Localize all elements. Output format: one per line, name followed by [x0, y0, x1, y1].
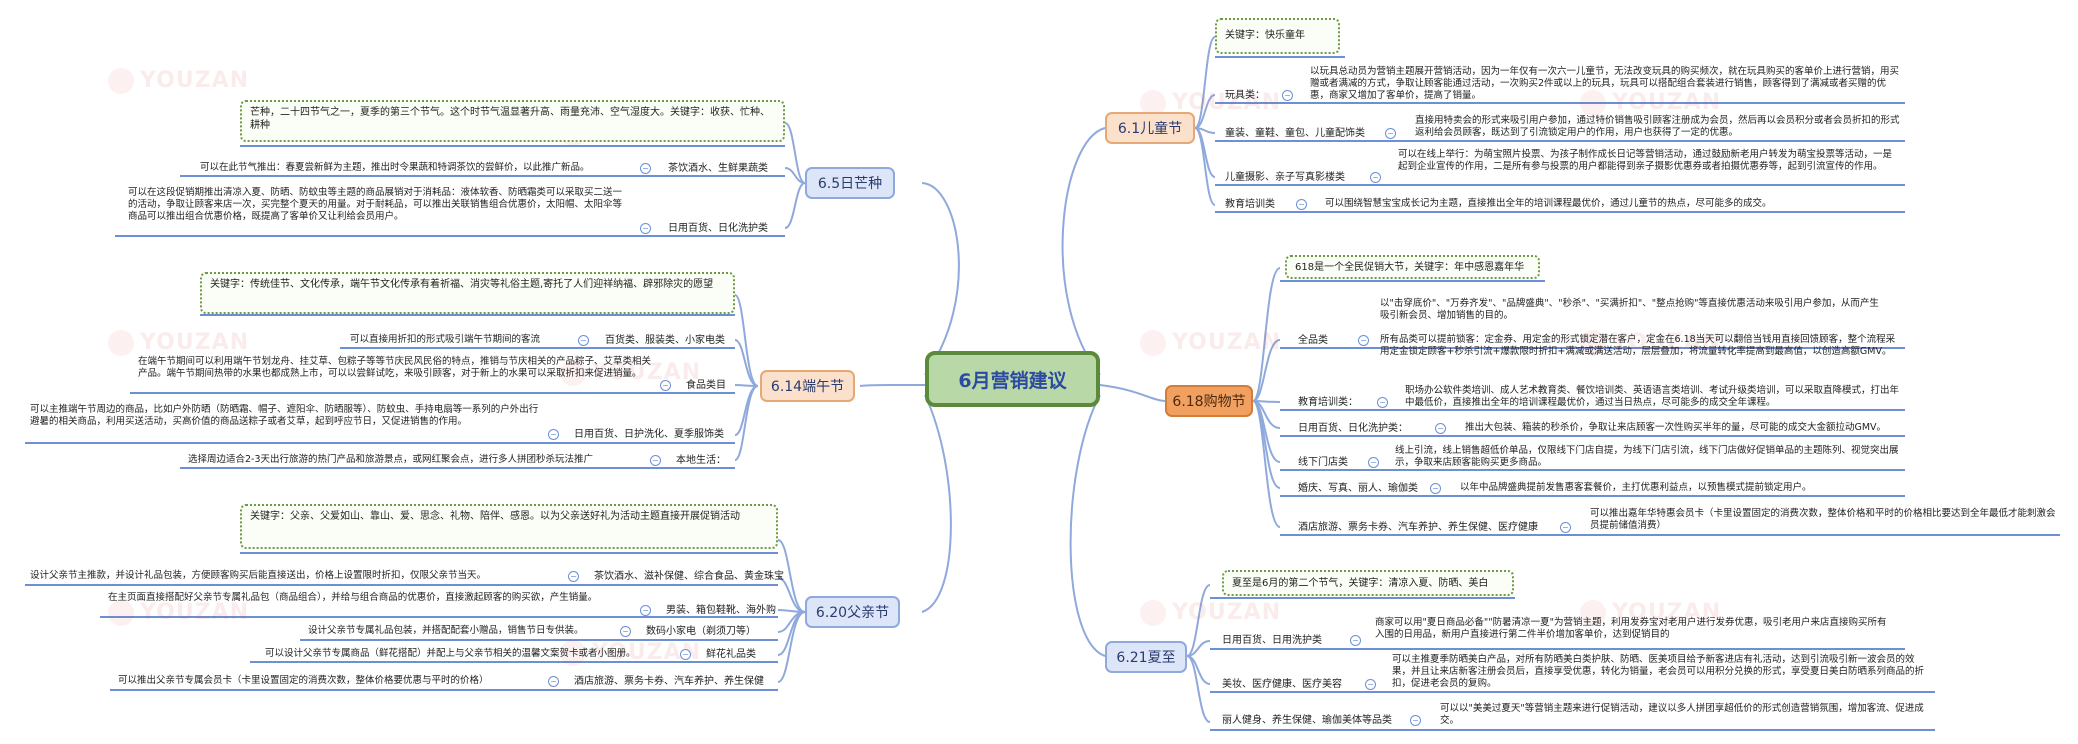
branch-text: 推出大包装、箱装的秒杀价，争取让来店顾客一次性购买半年的量，尽可能的成交大金额拉…: [1465, 422, 1887, 433]
branch-text: 可以推出父亲节专属会员卡（卡里设置固定的消费次数，整体价格要优惠与平时的价格）: [118, 675, 489, 686]
keyword-box: 夏至是6月的第二个节气，关键字：清凉入夏、防晒、美白: [1222, 570, 1514, 596]
collapse-icon[interactable]: −: [680, 649, 691, 660]
branch-label: 全品类: [1298, 335, 1328, 346]
branch-label: 男装、箱包鞋靴、海外购: [666, 605, 776, 616]
topic-grain-in-ear[interactable]: 6.5日芒种: [805, 167, 895, 199]
branch-label: 教育培训类：: [1298, 397, 1358, 408]
branch-label: 日用百货、日化洗护类: [668, 223, 768, 234]
collapse-icon[interactable]: −: [1377, 397, 1388, 408]
collapse-icon[interactable]: −: [1350, 635, 1361, 646]
branch-text: 以玩具总动员为营销主题展开营销活动，因为一年仅有一次六一儿童节，无法改变玩具的购…: [1310, 66, 1900, 101]
topic-fathers-day[interactable]: 6.20父亲节: [805, 596, 900, 628]
branch-label: 丽人健身、养生保健、瑜伽美体等品类: [1222, 715, 1392, 726]
branch-text: 商家可以用"夏日商品必备""防暑清凉一夏"为营销主题，利用发券宝对老用户进行发券…: [1375, 617, 1887, 640]
branch-text: 可以在线上举行：为萌宝照片投票、为孩子制作成长日记等营销活动，通过鼓励新老用户转…: [1398, 149, 1893, 172]
collapse-icon[interactable]: −: [1365, 679, 1376, 690]
collapse-icon[interactable]: −: [620, 626, 631, 637]
collapse-icon[interactable]: −: [640, 163, 651, 174]
branch-text: 可以主推夏季防晒美白产品，对所有防晒美白类护肤、防晒、医美项目给予新客进店有礼活…: [1392, 654, 1925, 689]
keyword-box: 关键字：快乐童年: [1215, 18, 1340, 54]
collapse-icon[interactable]: −: [650, 455, 661, 466]
branch-label: 美妆、医疗健康、医疗美容: [1222, 679, 1342, 690]
branch-label: 酒店旅游、票务卡券、汽车养护、养生保健: [574, 676, 764, 687]
branch-text: 所有品类可以提前锁客：定金券、用定金的形式锁定潜在客户，定金在6.18当天可以翻…: [1380, 334, 1896, 357]
branch-label: 线下门店类: [1298, 457, 1348, 468]
root-topic[interactable]: 6月营销建议: [925, 351, 1100, 407]
collapse-icon[interactable]: −: [578, 335, 589, 346]
branch-text: 可以主推端午节周边的商品，比如户外防晒（防晒霜、帽子、遮阳伞、防晒服等）、防蚊虫…: [30, 404, 539, 427]
branch-text: 可以以"美美过夏天"等营销主题来进行促销活动，建议以多人拼团享超低价的形式创造营…: [1440, 703, 1924, 726]
branch-text: 以年中品牌盛典提前发售惠客套餐价，主打优惠利益点，以预售模式提前锁定用户。: [1460, 482, 1812, 493]
collapse-icon[interactable]: −: [548, 676, 559, 687]
branch-text: 在主页面直接搭配好父亲节专属礼品包（商品组合），并给与组合商品的优惠价，直接激起…: [108, 592, 598, 603]
collapse-icon[interactable]: −: [1430, 483, 1441, 494]
collapse-icon[interactable]: −: [640, 605, 651, 616]
branch-text: 可以在这段促销期推出清凉入夏、防晒、防蚊虫等主题的商品展销对于消耗品：液体软香、…: [128, 187, 623, 222]
branch-label: 鲜花礼品类: [706, 649, 756, 660]
collapse-icon[interactable]: −: [640, 223, 651, 234]
collapse-icon[interactable]: −: [548, 429, 559, 440]
keyword-box: 618是一个全民促销大节，关键字：年中感恩嘉年华: [1285, 255, 1540, 279]
topic-children-day[interactable]: 6.1儿童节: [1105, 112, 1195, 144]
branch-label: 百货类、服装类、小家电类: [605, 335, 725, 346]
branch-text: 设计父亲节专属礼品包装，并搭配配套小赠品，销售节日专供装。: [308, 625, 584, 636]
keyword-box: 关键字：父亲、父爱如山、靠山、爱、思念、礼物、陪伴、感恩。以为父亲送好礼为活动主…: [240, 504, 778, 549]
collapse-icon[interactable]: −: [660, 380, 671, 391]
branch-text: 职场办公软件类培训、成人艺术教育类、餐饮培训类、英语语言类培训、考试升级类培训，…: [1405, 385, 1900, 408]
branch-label: 玩具类：: [1225, 90, 1265, 101]
branch-text: 选择周边适合2-3天出行旅游的热门产品和旅游景点，或网红聚会点，进行多人拼团秒杀…: [188, 454, 594, 465]
topic-summer-solstice[interactable]: 6.21夏至: [1105, 641, 1187, 673]
branch-label: 日用百货、日用洗护类: [1222, 635, 1322, 646]
branch-label: 儿童摄影、亲子写真影楼类: [1225, 172, 1345, 183]
collapse-icon[interactable]: −: [1560, 522, 1571, 533]
branch-label: 日用百货、日化洗护类：: [1298, 423, 1408, 434]
collapse-icon[interactable]: −: [1282, 90, 1293, 101]
collapse-icon[interactable]: −: [1358, 335, 1369, 346]
branch-label: 茶饮酒水、滋补保健、综合食品、黄金珠宝: [594, 571, 784, 582]
topic-618-shopping[interactable]: 6.18购物节: [1165, 385, 1253, 417]
branch-label: 数码小家电（剃须刀等）: [646, 626, 756, 637]
collapse-icon[interactable]: −: [1435, 423, 1446, 434]
branch-text: 可以直接用折扣的形式吸引端午节期间的客流: [350, 334, 541, 345]
topic-dragon-boat[interactable]: 6.14端午节: [760, 370, 855, 402]
branch-label: 食品类目: [686, 380, 726, 391]
branch-label: 婚庆、写真、丽人、瑜伽类: [1298, 483, 1418, 494]
keyword-box: 芒种，二十四节气之一，夏季的第三个节气。这个时节气温显著升高、雨量充沛、空气湿度…: [240, 100, 785, 142]
branch-text: 设计父亲节主推款，并设计礼品包装，方便顾客购买后能直接送出，价格上设置限时折扣，…: [30, 570, 487, 581]
branch-text: 可以推出嘉年华特惠会员卡（卡里设置固定的消费次数，整体价格和平时的价格相比要达到…: [1590, 508, 2056, 531]
branch-label: 茶饮酒水、生鲜果蔬类: [668, 163, 768, 174]
collapse-icon[interactable]: −: [1385, 128, 1396, 139]
branch-label: 本地生活：: [676, 455, 726, 466]
branch-text: 线上引流，线上销售超低价单品，仅限线下门店自提，为线下门店引流，线下门店做好促销…: [1395, 445, 1899, 468]
branch-label: 童装、童鞋、童包、儿童配饰类: [1225, 128, 1365, 139]
branch-text: 可以设计父亲节专属商品（鲜花搭配）并配上与父亲节相关的温馨文案贺卡或者小图册。: [265, 648, 636, 659]
branch-label: 日用百货、日护洗化、夏季服饰类: [574, 429, 724, 440]
branch-text: 在端午节期间可以利用端午节划龙舟、挂艾草、包粽子等等节庆民风民俗的特点，推销与节…: [138, 356, 652, 379]
keyword-box: 关键字：传统佳节、文化传承，端午节文化传承有着祈福、消灾等礼俗主题,寄托了人们迎…: [200, 272, 735, 314]
branch-text: 以"击穿底价"、"万券齐发"、"品牌盛典"、"秒杀"、"买满折扣"、"整点抢购"…: [1380, 298, 1879, 321]
branch-label: 教育培训类: [1225, 199, 1275, 210]
collapse-icon[interactable]: −: [1368, 457, 1379, 468]
collapse-icon[interactable]: −: [1410, 715, 1421, 726]
collapse-icon[interactable]: −: [1296, 199, 1307, 210]
collapse-icon[interactable]: −: [568, 571, 579, 582]
collapse-icon[interactable]: −: [1370, 172, 1381, 183]
branch-text: 可以在此节气推出：春夏尝新鲜为主题，推出时令果蔬和特调茶饮的尝鲜价，以此推广新品…: [200, 162, 590, 173]
branch-text: 可以围绕智慧宝宝成长记为主题，直接推出全年的培训课程最优价，通过儿童节的热点，尽…: [1325, 198, 1772, 209]
branch-text: 直接用特卖会的形式来吸引用户参加，通过特价销售吸引顾客注册成为会员，然后再以会员…: [1415, 115, 1900, 138]
branch-label: 酒店旅游、票务卡券、汽车养护、养生保健、医疗健康: [1298, 522, 1538, 533]
